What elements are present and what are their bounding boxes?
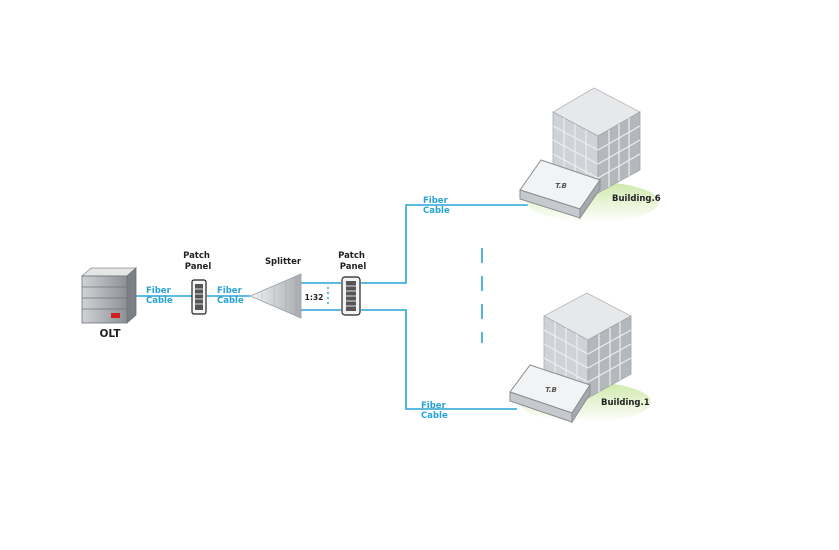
- patch-panel-2-label: Patch Panel: [338, 251, 368, 272]
- cable-label-to-building-top: Fiber Cable: [423, 196, 451, 216]
- cable-label-to-building-bottom: Fiber Cable: [421, 401, 449, 421]
- building-bottom-icon: [509, 292, 651, 424]
- patch-panel-1-label: Patch Panel: [183, 251, 213, 272]
- olt-label: OLT: [99, 328, 121, 340]
- terminal-box-bottom-label: T.B: [545, 386, 557, 394]
- terminal-box-top-label: T.B: [555, 182, 567, 190]
- fiber-to-building-bottom: [361, 309, 517, 410]
- building-bottom-label: Building.1: [601, 398, 650, 408]
- patch-panel-2-icon: [341, 276, 361, 316]
- splitter-icon: [248, 273, 302, 319]
- fiber-to-building-top: [361, 204, 528, 284]
- building-top-icon: [519, 87, 659, 222]
- splitter-ratio-label: 1:32: [305, 293, 324, 302]
- olt-server-icon: [80, 267, 138, 324]
- splitter-label: Splitter: [265, 257, 302, 267]
- building-top-label: Building.6: [612, 194, 661, 204]
- cable-label-olt-to-panel: Fiber Cable: [146, 286, 174, 306]
- patch-panel-1-icon: [191, 279, 207, 315]
- fiber-lines: [133, 204, 528, 410]
- cable-label-panel-to-splitter: Fiber Cable: [217, 286, 245, 306]
- olt-indicator-light: [111, 313, 120, 318]
